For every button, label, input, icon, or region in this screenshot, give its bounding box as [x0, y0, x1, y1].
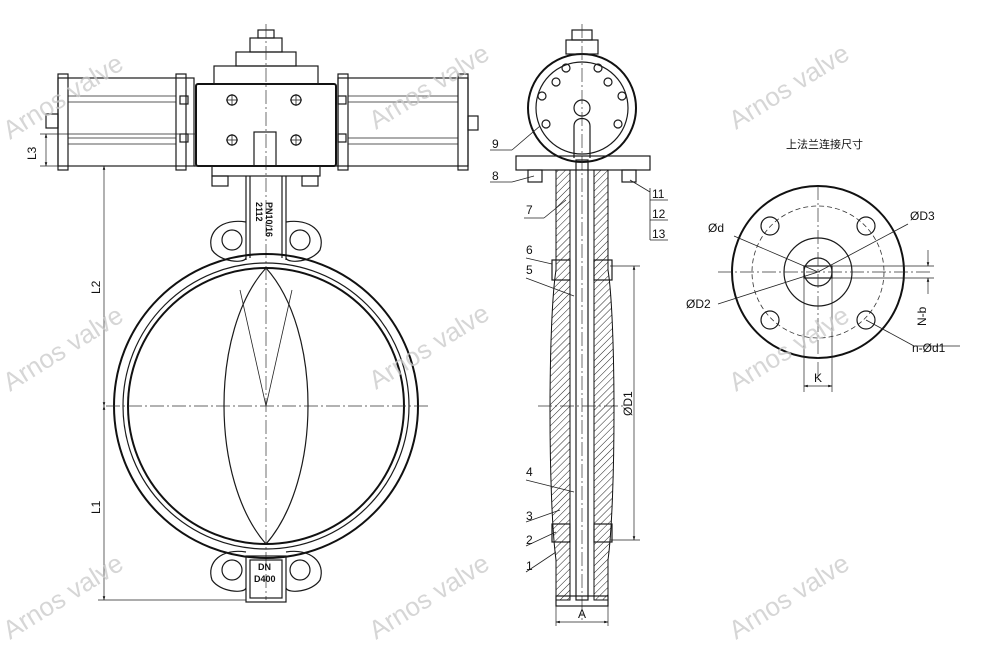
- part-7: 7: [526, 203, 533, 217]
- valve-neck: 2112 PN10/16: [210, 165, 322, 262]
- dim-L1: L1: [89, 500, 103, 514]
- dim-A: A: [578, 607, 586, 621]
- watermark: Arnos valve: [0, 300, 128, 397]
- part-11: 11: [652, 187, 665, 201]
- flange-view: 上法兰连接尺寸 Ød ØD3 ØD2 N-b n-Ød1 K: [686, 137, 960, 392]
- watermark: Arnos valve: [0, 548, 128, 645]
- watermark: Arnos valve: [723, 38, 854, 135]
- part-8: 8: [492, 169, 499, 183]
- part-2: 2: [526, 533, 533, 547]
- dim-L2: L2: [89, 280, 103, 294]
- dim-D3: ØD3: [910, 209, 935, 223]
- side-body: [538, 169, 624, 607]
- right-cylinder: [337, 73, 479, 171]
- valve-body: DN D400: [106, 253, 430, 603]
- flange-view-title: 上法兰连接尺寸: [786, 137, 863, 151]
- side-dimensions: A ØD1: [555, 265, 640, 626]
- part-1: 1: [526, 559, 533, 573]
- actuator-body: [194, 24, 338, 600]
- part-3: 3: [526, 509, 533, 523]
- part-9: 9: [492, 137, 499, 151]
- watermark: Arnos valve: [723, 548, 854, 645]
- part-12: 12: [652, 207, 666, 221]
- part-13: 13: [652, 227, 666, 241]
- watermark: Arnos valve: [363, 298, 494, 395]
- dim-D2: ØD2: [686, 297, 711, 311]
- watermark: Arnos valve: [363, 548, 494, 645]
- dim-K: K: [814, 371, 822, 385]
- side-actuator: [515, 24, 651, 620]
- flange-marking-2: D400: [254, 574, 276, 584]
- front-view: 2112 PN10/16 DN D400 L3: [25, 24, 479, 603]
- dim-N-b: N-b: [915, 306, 929, 326]
- dim-D1: ØD1: [621, 391, 635, 416]
- watermark: Arnos valve: [363, 38, 494, 135]
- part-6: 6: [526, 243, 533, 257]
- body-marking-1: 2112: [254, 202, 264, 222]
- body-marking-2: PN10/16: [264, 202, 274, 237]
- dim-n-d1: n-Ød1: [912, 341, 946, 355]
- dim-L3: L3: [25, 146, 39, 160]
- front-dimensions: L3 L2 L1: [25, 133, 246, 601]
- part-leaders: 9 8 7 6 5 4 3 2 1 11 12 13: [490, 125, 668, 573]
- dim-d: Ød: [708, 221, 724, 235]
- side-view: A ØD1 9 8 7 6 5 4 3 2 1: [490, 24, 668, 626]
- part-5: 5: [526, 263, 533, 277]
- flange-marking-1: DN: [258, 562, 271, 572]
- part-4: 4: [526, 465, 533, 479]
- side-stem: [573, 117, 591, 601]
